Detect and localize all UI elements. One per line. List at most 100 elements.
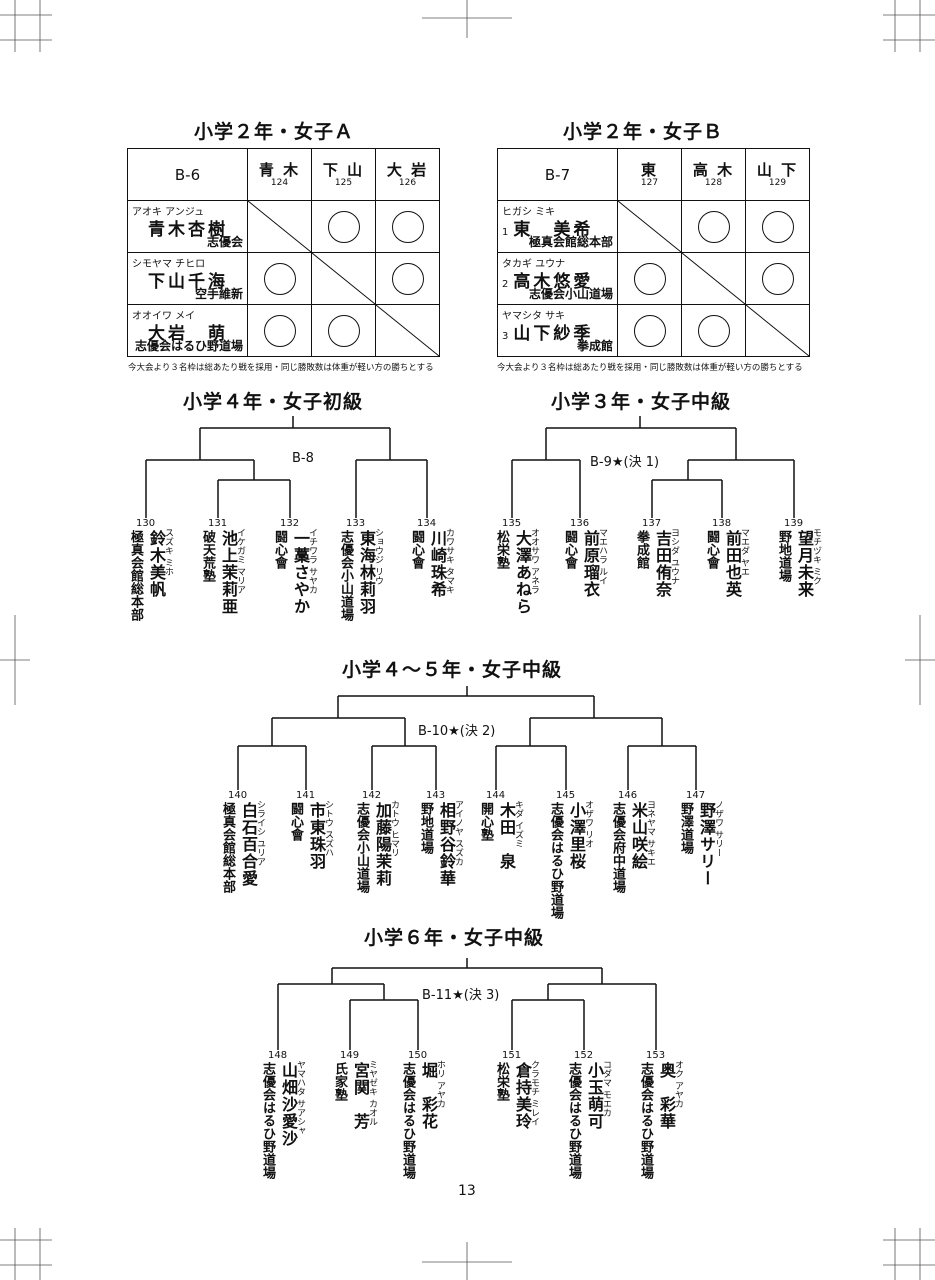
entry-name: 前原瑠衣 [581,530,600,598]
entry-kana: オザワ リオ [583,800,593,848]
bracket-entry: 148 ヤマハタ サアシャ山畑沙愛沙志優会はるひ野道場 [260,1050,308,1179]
entry-number: 131 [208,518,228,529]
entry-club: 闘心會 [272,530,287,569]
entry-number: 141 [296,790,316,801]
entry-number: 146 [618,790,638,801]
entry-club: 野地道場 [776,530,791,582]
entry-number: 147 [686,790,706,801]
entry-name: 一藁さやか [291,530,310,615]
rr-result-cell [745,200,810,253]
entry-name: 東海林莉羽 [357,530,376,615]
entry-number: 137 [642,518,662,529]
entry-kana: オオサワ アネラ [529,528,539,594]
entry-kana: スズキ ミホ [163,528,173,576]
entry-kana: ヤマハタ サアシャ [295,1060,305,1135]
entry-number: 132 [280,518,300,529]
entry-club: 松栄塾 [494,1062,509,1101]
entry-kana: モチヅキ ミク [811,528,821,585]
rr-player: オオイワ メイ大岩 萌志優会はるひ野道場 [127,304,248,357]
rr-result-cell [617,304,682,357]
entry-kana: ヨネヤマ サキエ [645,800,655,866]
entry-club: 志優会府中道場 [610,802,625,893]
entry-name: 池上茉莉亜 [219,530,238,615]
entry-number: 151 [502,1050,522,1061]
entry-kana: イチワラ サヤカ [307,528,317,594]
entry-name: 山畑沙愛沙 [279,1062,298,1147]
entry-number: 139 [784,518,804,529]
rr-diagonal-cell [375,304,440,357]
entry-kana: アイノヤ スズカ [453,800,463,866]
entry-club: 志優会小山道場 [338,530,353,621]
entry-kana: クラモチ ミレイ [529,1060,539,1126]
entry-number: 142 [362,790,382,801]
entry-kana: カトウ ヒマリ [389,800,399,857]
entry-name: 鈴木美帆 [147,530,166,598]
entry-club: 闘心會 [409,530,424,569]
entry-name: 奥 彩華 [657,1062,676,1130]
rr-title-b: 小学２年・女子Ｂ [563,121,724,143]
rr-diagonal-cell [745,304,810,357]
rr-code: B-6 [127,148,248,201]
entry-name: 小澤里桜 [567,802,586,870]
entry-kana: マエダ ヤエ [739,528,749,576]
entry-kana: イケガミ マリア [235,528,245,594]
entry-name: 野澤サリー [697,802,716,887]
entry-number: 130 [136,518,156,529]
rr-player: シモヤマ チヒロ下山千海空手維新 [127,252,248,305]
entry-kana: ホリ アヤカ [435,1060,445,1108]
entry-kana: シトウ スズハ [323,800,333,857]
bracket-code-b10: B-10★(決 2) [418,724,496,739]
entry-club: 極真会館総本部 [220,802,235,893]
bracket-title-b10: 小学４～５年・女子中級 [342,659,563,681]
rr-title-a: 小学２年・女子Ａ [194,121,355,143]
entry-kana: ショウジ リウ [373,528,383,585]
entry-kana: コダマ モエカ [601,1060,611,1117]
entry-number: 152 [574,1050,594,1061]
entry-name: 堀 彩花 [419,1062,438,1130]
entry-name: 前田也英 [723,530,742,598]
entry-club: 志優会はるひ野道場 [400,1062,415,1179]
entry-number: 135 [502,518,522,529]
page-number: 13 [458,1183,476,1199]
entry-kana: マエハラ ルイ [597,528,607,585]
entry-name: 宮関 芳 [351,1062,370,1130]
rr-result-cell [375,200,440,253]
entry-club: 闘心會 [704,530,719,569]
entry-number: 145 [556,790,576,801]
entry-kana: ヨシダ ユウナ [669,528,679,585]
entry-name: 望月未来 [795,530,814,598]
entry-name: 木田 泉 [497,802,516,870]
entry-kana: カワサキ タマキ [444,528,454,594]
rr-note-a: 今大会より３名枠は総あたり戦を採用・同じ勝敗数は体重が軽い方の勝ちとする [128,363,434,373]
entry-club: 闘心會 [562,530,577,569]
entry-club: 野澤道場 [678,802,693,854]
rr-note-b: 今大会より３名枠は総あたり戦を採用・同じ勝敗数は体重が軽い方の勝ちとする [497,363,803,373]
bracket-code-b8: B-8 [292,451,314,466]
entry-club: 開心塾 [478,802,493,841]
entry-number: 153 [646,1050,666,1061]
rr-player: アオキ アンジュ青木杏樹志優会 [127,200,248,253]
entry-number: 136 [570,518,590,529]
entry-kana: ノザワ サリー [713,800,723,857]
entry-number: 148 [268,1050,288,1061]
entry-number: 144 [486,790,506,801]
entry-name: 大澤あねら [513,530,532,615]
entry-club: 志優会はるひ野道場 [260,1062,275,1179]
bracket-title-b11: 小学６年・女子中級 [364,927,545,949]
